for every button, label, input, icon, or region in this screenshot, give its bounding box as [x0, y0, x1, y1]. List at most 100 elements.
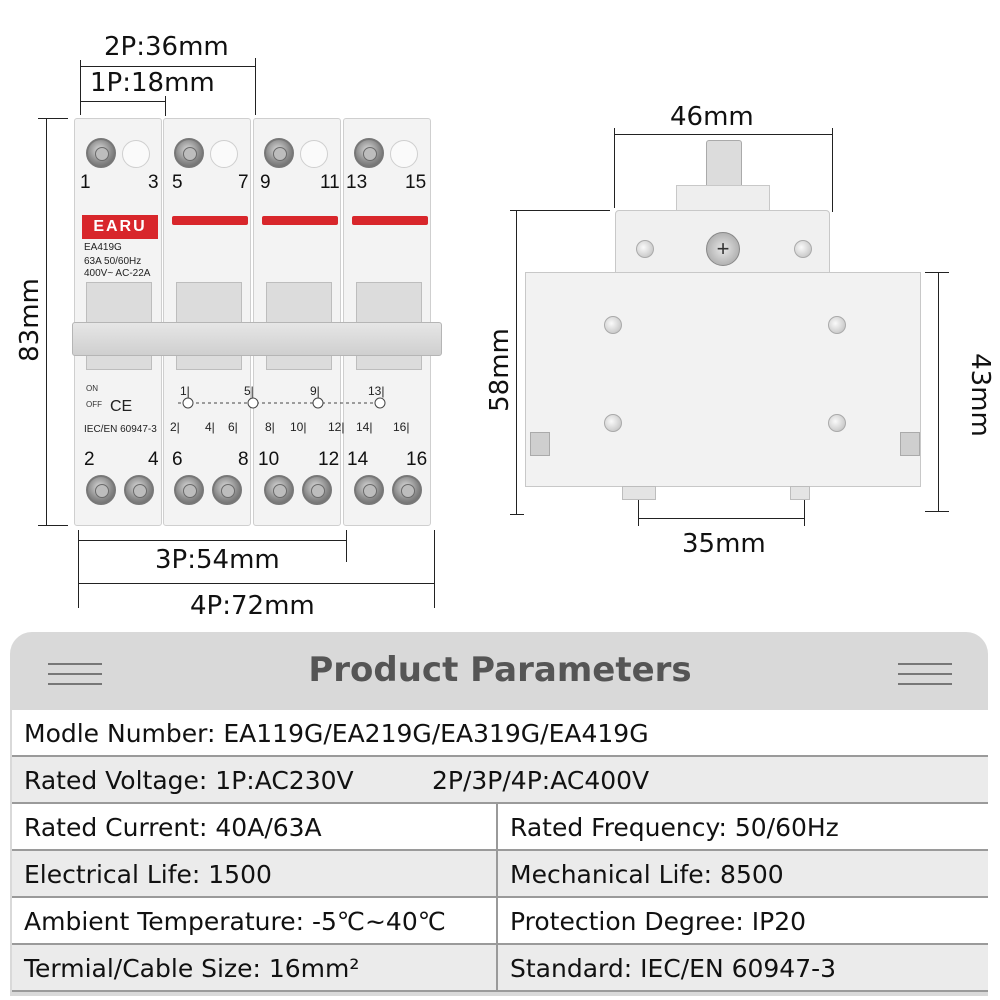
table-cell: Modle Number: EA119G/EA219G/EA319G/EA419…: [24, 719, 649, 748]
brand-logo: EARU: [82, 215, 158, 239]
terminal-number: 11: [320, 172, 340, 193]
terminal-screw: [354, 475, 384, 505]
side-clip: [530, 432, 550, 456]
wiring-diagram: [178, 397, 388, 409]
table-cell: Rated Current: 40A/63A: [24, 813, 322, 842]
terminal-screw: [212, 475, 242, 505]
terminal-number: 12: [318, 449, 340, 470]
dim-tick: [614, 128, 615, 208]
diagram-number: 13|: [368, 384, 385, 398]
handle-base: [676, 185, 770, 213]
dim-line-4p: [78, 583, 435, 584]
table-cell: Standard: IEC/EN 60947-3: [496, 945, 988, 990]
table-row: Electrical Life: 1500 Mechanical Life: 8…: [12, 851, 988, 898]
table-cell: Rated Frequency: 50/60Hz: [496, 804, 988, 849]
dim-label-side-right: 43mm: [964, 353, 995, 437]
terminal-number: 4: [148, 449, 159, 470]
dim-tick: [638, 490, 639, 526]
dim-tick: [434, 530, 435, 608]
terminal-number: 2: [84, 449, 95, 470]
dim-line-height: [46, 118, 47, 526]
rivet: [636, 240, 654, 258]
terminal-number: 1: [80, 172, 91, 193]
dim-tick: [38, 118, 68, 119]
parameters-title: Product Parameters: [308, 650, 692, 690]
terminal-number: 10: [258, 449, 280, 470]
diagram-number: 1|: [180, 384, 190, 398]
terminal-screw: [174, 138, 204, 168]
dim-tick: [510, 514, 524, 515]
switch-handle[interactable]: [72, 322, 442, 356]
diagram-number: 16|: [393, 420, 410, 434]
red-bar: [262, 216, 338, 225]
diagram-number: 6|: [228, 420, 238, 434]
rivet: [828, 316, 846, 334]
dim-label-4p: 4P:72mm: [190, 591, 315, 621]
off-label: OFF: [86, 400, 102, 409]
dim-tick: [165, 96, 166, 116]
dim-line-side-height: [516, 210, 517, 515]
rivet: [604, 414, 622, 432]
terminal-screw: [392, 475, 422, 505]
decor-lines-icon: [898, 663, 952, 685]
terminal-screw: [124, 475, 154, 505]
diagram-number: 14|: [356, 420, 373, 434]
terminal-hole: [210, 140, 238, 168]
dim-line-side-right: [938, 272, 939, 512]
terminal-screw: [264, 138, 294, 168]
diagram-number: 10|: [290, 420, 307, 434]
handle-knob: [706, 140, 742, 188]
side-clip: [900, 432, 920, 456]
table-cell: Rated Voltage: 1P:AC230V: [24, 766, 354, 795]
diagram-number: 9|: [310, 384, 320, 398]
terminal-screw: [86, 475, 116, 505]
dim-tick: [925, 511, 949, 512]
rivet: [828, 414, 846, 432]
table-cell: Ambient Temperature: -5℃~40℃: [24, 907, 446, 936]
dim-tick: [255, 58, 256, 115]
ce-mark: CE: [110, 398, 133, 415]
diagram-number: 4|: [205, 420, 215, 434]
terminal-hole: [122, 140, 150, 168]
terminal-screw: [86, 138, 116, 168]
dim-label-rail: 35mm: [682, 529, 766, 559]
terminal-number: 6: [172, 449, 183, 470]
dim-tick: [78, 530, 79, 608]
diagram-number: 12|: [328, 420, 345, 434]
table-row: Ambient Temperature: -5℃~40℃ Protection …: [12, 898, 988, 945]
rivet: [604, 316, 622, 334]
table-cell: Termial/Cable Size: 16mm²: [24, 954, 360, 983]
table-cell: 2P/3P/4P:AC400V: [432, 766, 650, 795]
voltage-label: 400V~ AC-22A: [84, 268, 151, 279]
terminal-hole: [390, 140, 418, 168]
terminal-number: 15: [405, 172, 427, 193]
dim-tick: [510, 210, 610, 211]
dim-tick: [832, 128, 833, 212]
dim-line-3p: [78, 540, 346, 541]
terminal-number: 7: [238, 172, 249, 193]
terminal-number: 16: [406, 449, 428, 470]
terminal-screw: [354, 138, 384, 168]
table-cell: Protection Degree: IP20: [496, 898, 988, 943]
dim-label-1p: 1P:18mm: [90, 68, 215, 98]
standard-mark: IEC/EN 60947-3: [84, 424, 157, 435]
terminal-number: 3: [148, 172, 159, 193]
terminal-number: 5: [172, 172, 183, 193]
decor-lines-icon: [48, 663, 102, 685]
rating-label: 63A 50/60Hz: [84, 256, 142, 267]
terminal-number: 9: [260, 172, 271, 193]
terminal-screw: [302, 475, 332, 505]
dim-label-2p: 2P:36mm: [104, 32, 229, 62]
table-row: Rated Voltage: 1P:AC230V 2P/3P/4P:AC400V: [12, 757, 988, 804]
terminal-number: 8: [238, 449, 249, 470]
terminal-screw: [174, 475, 204, 505]
terminal-hole: [300, 140, 328, 168]
red-bar: [352, 216, 428, 225]
table-row: Termial/Cable Size: 16mm² Standard: IEC/…: [12, 945, 988, 992]
terminal-number: 13: [346, 172, 368, 193]
table-row: Rated Current: 40A/63A Rated Frequency: …: [12, 804, 988, 851]
dim-tick: [925, 272, 949, 273]
dim-label-height: 83mm: [14, 278, 45, 362]
diagram-number: 2|: [170, 420, 180, 434]
parameters-table: Modle Number: EA119G/EA219G/EA319G/EA419…: [12, 710, 988, 992]
